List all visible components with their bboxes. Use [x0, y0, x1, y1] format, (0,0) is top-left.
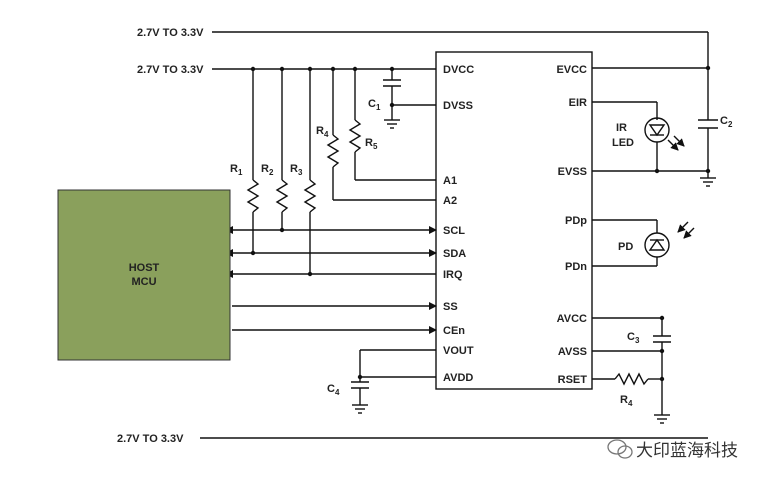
host-mcu-label-line2: MCU: [131, 276, 156, 288]
label-c2: C2: [720, 115, 733, 129]
sensor-ic: [435, 51, 593, 390]
host-mcu-block: [57, 189, 231, 361]
junction-dots: [250, 65, 711, 382]
pin-pdp: PDp: [565, 215, 587, 227]
pin-dvcc: DVCC: [443, 64, 474, 76]
label-r4: R4: [316, 125, 329, 139]
pin-avcc: AVCC: [557, 313, 587, 325]
pin-cen: CEn: [443, 325, 465, 337]
pin-rset: RSET: [558, 374, 588, 386]
pd-label: PD: [618, 241, 633, 253]
pin-pdn: PDn: [565, 261, 587, 273]
ground-icon: [384, 119, 400, 129]
label-r4-rset: R4: [620, 394, 633, 408]
supply-label-top: 2.7V TO 3.3V: [137, 27, 204, 39]
pin-a2: A2: [443, 195, 457, 207]
r1-resistor-icon: [246, 179, 260, 213]
supply-label-bottom: 2.7V TO 3.3V: [117, 433, 184, 445]
label-r1: R1: [230, 163, 243, 177]
r4-resistor-icon: [326, 134, 340, 168]
pin-a1: A1: [443, 175, 457, 187]
ground-icon: [700, 177, 716, 187]
pin-scl: SCL: [443, 225, 465, 237]
ground-icon: [654, 414, 670, 424]
label-r2: R2: [261, 163, 274, 177]
pin-avdd: AVDD: [443, 372, 473, 384]
watermark-text: 大印蓝海科技: [636, 441, 738, 461]
r4-rset-resistor-icon: [614, 372, 649, 386]
pin-irq: IRQ: [443, 269, 463, 281]
pin-avss: AVSS: [558, 346, 587, 358]
r2-resistor-icon: [275, 179, 289, 213]
supply-label-second: 2.7V TO 3.3V: [137, 64, 204, 76]
ir-led-icon: [644, 117, 685, 151]
photodiode-icon: [644, 221, 695, 258]
pin-evss: EVSS: [558, 166, 587, 178]
label-c4: C4: [327, 383, 340, 397]
host-mcu-label-line1: HOST: [129, 262, 160, 274]
ir-led-label-line2: LED: [612, 137, 634, 149]
pin-vout: VOUT: [443, 345, 474, 357]
r3-resistor-icon: [303, 179, 317, 213]
pin-eir: EIR: [569, 97, 587, 109]
ground-icon: [352, 404, 368, 414]
label-r3: R3: [290, 163, 303, 177]
label-c1: C1: [368, 98, 381, 112]
r5-resistor-icon: [348, 119, 362, 153]
wechat-logo-icon: [607, 439, 633, 459]
label-c3: C3: [627, 331, 640, 345]
pin-ss: SS: [443, 301, 458, 313]
pin-sda: SDA: [443, 248, 466, 260]
pin-evcc: EVCC: [556, 64, 587, 76]
pin-dvss: DVSS: [443, 100, 473, 112]
label-r5: R5: [365, 137, 378, 151]
ir-led-label-line1: IR: [616, 122, 627, 134]
